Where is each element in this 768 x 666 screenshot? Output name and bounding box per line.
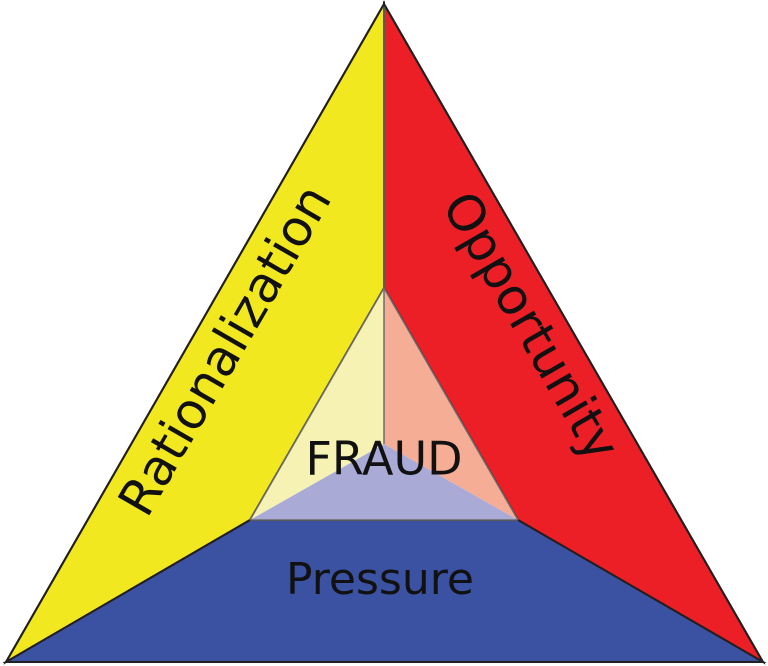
pressure-label: Pressure <box>286 554 474 605</box>
inner-edge-left <box>249 287 385 521</box>
fraud-label: FRAUD <box>305 432 462 486</box>
inner-edge-right <box>383 287 519 521</box>
outer-triangle-outline <box>4 1 765 663</box>
pressure-inner-segment <box>250 444 518 520</box>
